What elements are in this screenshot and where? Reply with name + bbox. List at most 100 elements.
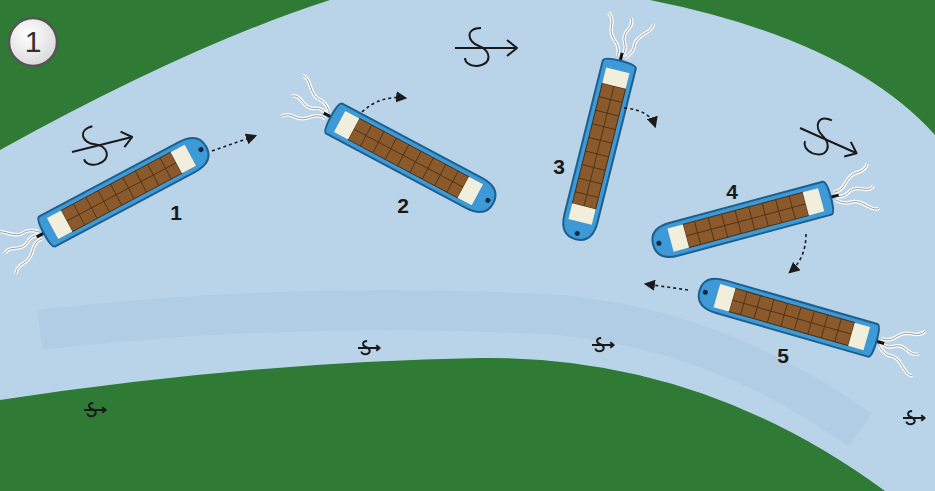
propeller-wash [881, 320, 925, 349]
propeller-wash [599, 12, 627, 55]
callout-number: 1 [170, 202, 182, 223]
deck-line [584, 86, 614, 206]
propeller-wash-edge [0, 214, 38, 250]
callout-number: 4 [726, 181, 738, 202]
deck-line [589, 137, 612, 143]
deck-line [435, 164, 446, 185]
current-symbol [793, 110, 865, 170]
deck-line [735, 210, 741, 233]
propeller-wash [874, 346, 918, 376]
deck-line [686, 204, 806, 236]
bow-light [574, 230, 580, 236]
boat [647, 164, 879, 268]
deck-line [708, 218, 714, 241]
deck-line [794, 307, 801, 330]
deck-line [582, 165, 605, 171]
deck-line [592, 124, 615, 130]
deck-line [422, 158, 433, 179]
deck-line [835, 319, 842, 342]
propeller-wash [291, 94, 328, 116]
deck-line [354, 129, 463, 187]
deck-line [398, 145, 409, 166]
bow-light [702, 289, 708, 295]
deck-line [749, 207, 755, 230]
hull [649, 181, 836, 261]
cargo-deck [572, 83, 625, 209]
propeller-wash [7, 238, 51, 274]
deck-line [73, 204, 84, 225]
cabin [667, 224, 689, 251]
callout-number: 2 [397, 195, 409, 216]
deck-line [111, 184, 122, 205]
deck-line [722, 214, 728, 237]
cabin [602, 68, 629, 89]
cabin [458, 177, 483, 206]
callout-number: 3 [553, 156, 565, 177]
propeller-wash [281, 100, 325, 136]
deck-line [575, 192, 598, 198]
deck-line [148, 164, 159, 185]
deck-line [373, 132, 384, 153]
motion-arrow [790, 234, 806, 272]
deck-line [732, 300, 851, 334]
deck-line [410, 151, 421, 172]
deck-line [67, 163, 176, 221]
propeller-wash-edge [619, 18, 633, 58]
propeller-wash [829, 164, 873, 193]
deck-line [762, 203, 768, 226]
deck-line [160, 158, 171, 179]
deck-line [599, 97, 622, 103]
cabin [171, 145, 196, 174]
current-symbol [592, 338, 614, 351]
current-symbol [455, 28, 517, 66]
propeller-wash-edge [881, 320, 925, 349]
motion-arrow [362, 98, 405, 112]
callout-number: 5 [777, 345, 789, 366]
propeller-wash-edge [599, 12, 627, 55]
current-symbol [358, 341, 380, 354]
cabin [47, 210, 72, 239]
deck-line [596, 110, 619, 116]
river-shade [40, 310, 860, 430]
deck-line [821, 315, 828, 338]
deck-line [789, 196, 795, 219]
propeller-wash-edge [836, 190, 880, 219]
hull [323, 102, 501, 218]
deck-line [776, 200, 782, 223]
deck-line [767, 300, 774, 323]
deck-line [781, 303, 788, 326]
propeller-wash-edge [7, 238, 51, 274]
cabin [568, 203, 595, 224]
bow-light [198, 146, 205, 153]
cabin [714, 284, 736, 311]
motion-arrow [646, 284, 688, 290]
bow-light [656, 240, 662, 246]
deck-line [694, 221, 700, 244]
hull [36, 132, 214, 248]
cabin [803, 188, 825, 215]
deck-line [754, 296, 761, 319]
propeller-wash-edge [281, 100, 325, 136]
cargo-deck [348, 118, 469, 197]
propeller-wash-edge [874, 346, 918, 376]
cabin [848, 323, 870, 350]
current-symbol [67, 118, 136, 170]
propeller-wash [0, 214, 38, 250]
deck-line [123, 178, 134, 199]
deck-line [385, 138, 396, 159]
deck-line [740, 292, 747, 315]
deck-line [585, 151, 608, 157]
boat [553, 12, 653, 244]
current-symbol [84, 403, 106, 416]
deck-line [98, 191, 109, 212]
propeller-wash-edge [880, 341, 920, 356]
deck-line [579, 178, 602, 184]
motion-arrow [624, 108, 655, 126]
step-badge [9, 18, 57, 66]
step-number: 1 [25, 27, 42, 57]
cargo-deck [729, 288, 855, 345]
propeller-wash [294, 75, 338, 111]
propeller-wash-edge [294, 75, 338, 111]
